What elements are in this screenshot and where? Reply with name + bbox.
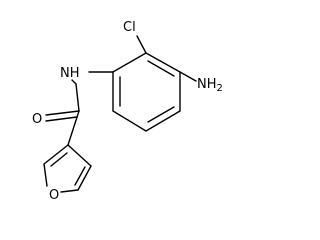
bond-c5-c6 — [112, 110, 147, 132]
bond-f3-f4 — [67, 144, 92, 167]
bond-c2-c3 — [145, 52, 181, 73]
atom-amide-nitrogen: NH — [60, 66, 80, 81]
atom-amine: NH2 — [197, 77, 223, 94]
bond-f5-o — [60, 189, 79, 193]
bond-c2-c3-inner — [147, 60, 175, 77]
bond-c4-n-amine — [179, 71, 197, 82]
bond-c4-c5 — [145, 110, 181, 132]
bond-o-f2 — [43, 163, 48, 187]
bond-c2-cl — [136, 35, 147, 54]
bond-n-carbonyl-c — [71, 79, 77, 85]
bond-carbonyl-co-1 — [45, 110, 80, 116]
bond-f4-f5-inner — [74, 166, 86, 186]
molecule-diagram: Cl NH NH2 O O — [32, 20, 223, 203]
atom-chlorine: Cl — [123, 20, 136, 35]
bond-carbonyl-co-2 — [45, 116, 78, 122]
bond-f4-f5 — [77, 165, 92, 191]
atom-amine-symbol: NH — [197, 77, 217, 92]
bond-c4-c5-inner — [147, 106, 175, 123]
atom-amine-subscript: 2 — [217, 83, 223, 94]
bond-c1-c2 — [112, 52, 147, 73]
bond-carbonyl-furan — [67, 110, 80, 146]
structure-canvas: Cl NH NH2 O O — [32, 20, 223, 203]
bond-f2-f3 — [43, 144, 69, 165]
atom-furan-oxygen: O — [49, 188, 59, 203]
atom-carbonyl-oxygen: O — [32, 112, 42, 127]
bond-f2-f3-inner — [50, 152, 68, 167]
bond-n-carbonyl-c-2 — [75, 83, 80, 112]
